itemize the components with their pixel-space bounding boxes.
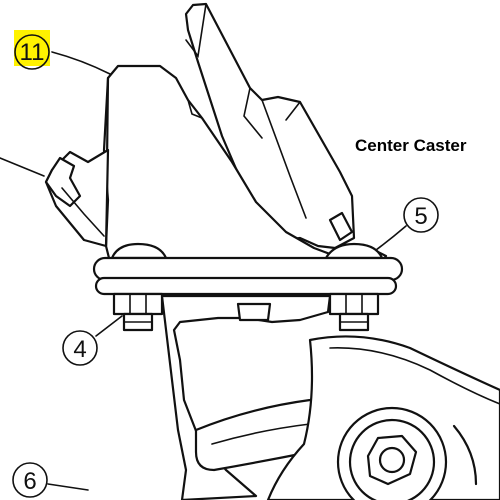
top-bolt-heads [110,242,384,260]
diagram-title: Center Caster [355,136,467,155]
right-nut-assembly [328,292,380,332]
callout-6: 6 [12,462,89,498]
callout-5: 5 [375,197,439,251]
callout-11: 11 [14,30,111,75]
svg-text:11: 11 [20,39,45,66]
left-nut-assembly [112,292,164,332]
side-fitting [44,148,110,248]
svg-text:6: 6 [23,468,36,495]
svg-text:4: 4 [73,336,86,363]
callout-4: 4 [62,315,123,366]
mounting-plate [92,256,404,296]
svg-text:5: 5 [414,203,427,230]
caster-wheel [266,335,500,500]
side-fitting-leader [0,157,45,177]
